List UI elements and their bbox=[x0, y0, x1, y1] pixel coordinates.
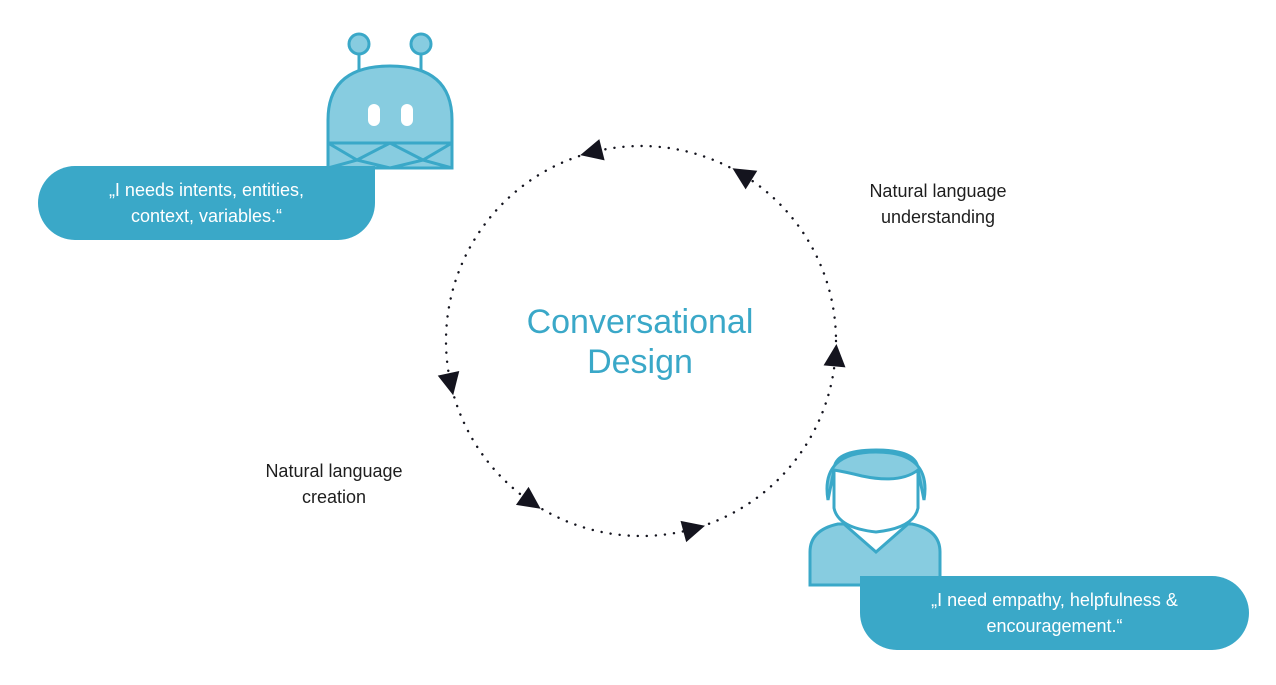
cycle-arrowhead-6 bbox=[680, 520, 705, 543]
dotted-cycle-circle bbox=[444, 144, 838, 538]
robot-quote-line-1: „I needs intents, entities, bbox=[108, 180, 305, 200]
robot-speech-bubble: „I needs intents, entities, context, var… bbox=[38, 166, 375, 240]
center-title-line-1: Conversational bbox=[526, 303, 754, 341]
cycle-arrows bbox=[437, 139, 846, 543]
cycle-arrowhead-3 bbox=[823, 344, 846, 368]
center-title-line-2: Design bbox=[587, 343, 693, 381]
cycle-arrowhead-2 bbox=[732, 168, 758, 190]
label-nlu-line-2: understanding bbox=[880, 207, 996, 227]
label-natural-language-creation: Natural language creation bbox=[236, 458, 432, 510]
robot-quote-line-2: context, variables.“ bbox=[130, 206, 283, 226]
user-quote-line-1: „I need empathy, helpfulness & bbox=[931, 590, 1178, 610]
label-natural-language-understanding: Natural language understanding bbox=[840, 178, 1036, 230]
center-title: Conversational Design bbox=[480, 302, 800, 382]
user-quote-line-2: encouragement.“ bbox=[986, 616, 1123, 636]
user-icon bbox=[808, 448, 942, 587]
cycle-arrowhead-4 bbox=[437, 371, 460, 396]
label-nlu-line-1: Natural language bbox=[869, 181, 1007, 201]
user-speech-bubble: „I need empathy, helpfulness & encourage… bbox=[860, 576, 1249, 650]
robot-icon bbox=[326, 32, 454, 170]
cycle-arrowhead-1 bbox=[580, 139, 605, 161]
cycle-arrowhead-5 bbox=[515, 486, 541, 509]
label-nlc-line-1: Natural language bbox=[265, 461, 403, 481]
label-nlc-line-2: creation bbox=[301, 487, 367, 507]
